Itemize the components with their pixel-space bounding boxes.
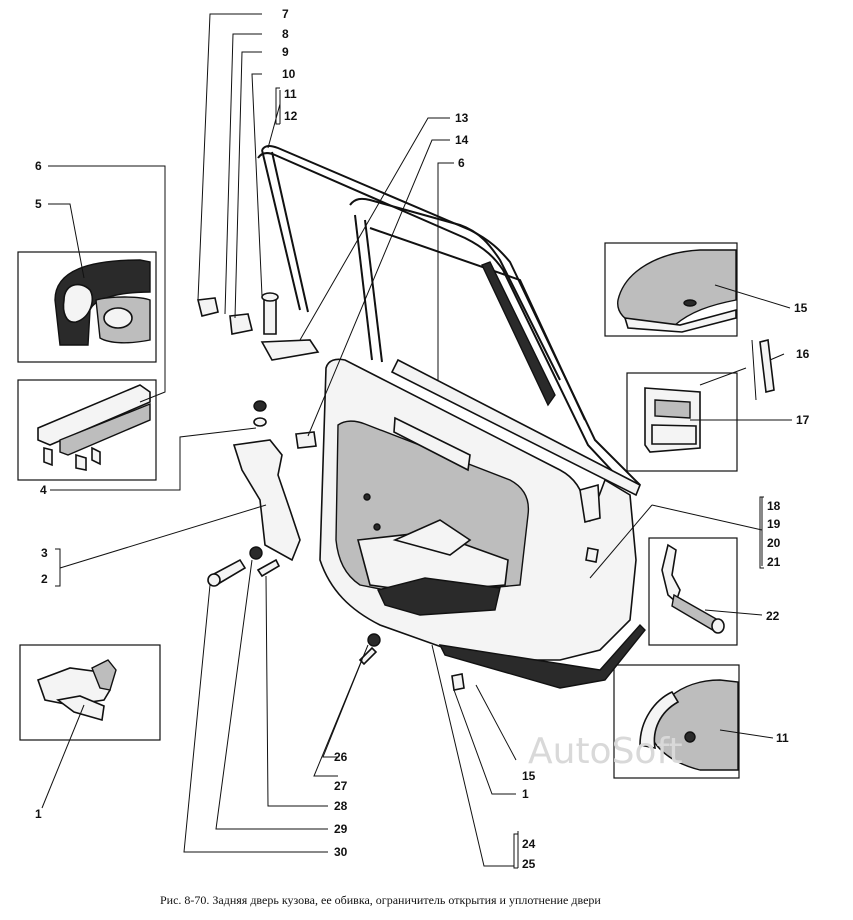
inset-seal-profile bbox=[17, 251, 157, 363]
label-6-right: 6 bbox=[458, 156, 465, 170]
label-26: 26 bbox=[334, 750, 348, 764]
label-4: 4 bbox=[40, 483, 47, 497]
label-11-right: 11 bbox=[776, 731, 789, 745]
label-30: 30 bbox=[334, 845, 348, 859]
inset-pin bbox=[648, 537, 738, 646]
small-parts bbox=[197, 292, 775, 691]
inset-handle bbox=[613, 664, 740, 779]
label-25: 25 bbox=[522, 857, 536, 871]
leader-lines bbox=[41, 13, 792, 868]
label-1-left: 1 bbox=[35, 807, 42, 821]
label-20: 20 bbox=[767, 536, 781, 550]
label-27: 27 bbox=[334, 779, 348, 793]
label-5: 5 bbox=[35, 197, 42, 211]
label-22: 22 bbox=[766, 609, 780, 623]
label-14: 14 bbox=[455, 133, 469, 147]
group-brackets bbox=[275, 87, 764, 869]
figure-caption: Рис. 8-70. Задняя дверь кузова, ее обивк… bbox=[160, 893, 601, 907]
inset-rail-profile bbox=[17, 379, 157, 481]
inset-trim-piece bbox=[604, 242, 738, 337]
label-21: 21 bbox=[767, 555, 781, 569]
label-1-bottom: 1 bbox=[522, 787, 529, 801]
label-15-bottom: 15 bbox=[522, 769, 536, 783]
label-15-right: 15 bbox=[794, 301, 808, 315]
label-16: 16 bbox=[796, 347, 810, 361]
label-7: 7 bbox=[282, 7, 289, 21]
watermark: AutoSoft bbox=[528, 731, 683, 772]
label-6-left: 6 bbox=[35, 159, 42, 173]
inset-bracket bbox=[626, 372, 738, 472]
label-24: 24 bbox=[522, 837, 536, 851]
label-10: 10 bbox=[282, 67, 296, 81]
part-labels: 7 8 9 10 11 12 13 14 6 6 5 4 3 2 1 26 27… bbox=[35, 7, 810, 871]
label-13: 13 bbox=[455, 111, 469, 125]
label-19: 19 bbox=[767, 517, 781, 531]
label-17: 17 bbox=[796, 413, 810, 427]
door-assembly bbox=[257, 144, 646, 689]
label-12: 12 bbox=[284, 109, 298, 123]
label-2: 2 bbox=[41, 572, 48, 586]
label-11: 11 bbox=[284, 87, 297, 101]
label-18: 18 bbox=[767, 499, 781, 513]
label-28: 28 bbox=[334, 799, 348, 813]
inset-clip bbox=[19, 644, 161, 741]
label-8: 8 bbox=[282, 27, 289, 41]
label-3: 3 bbox=[41, 546, 48, 560]
label-29: 29 bbox=[334, 822, 348, 836]
label-9: 9 bbox=[282, 45, 289, 59]
